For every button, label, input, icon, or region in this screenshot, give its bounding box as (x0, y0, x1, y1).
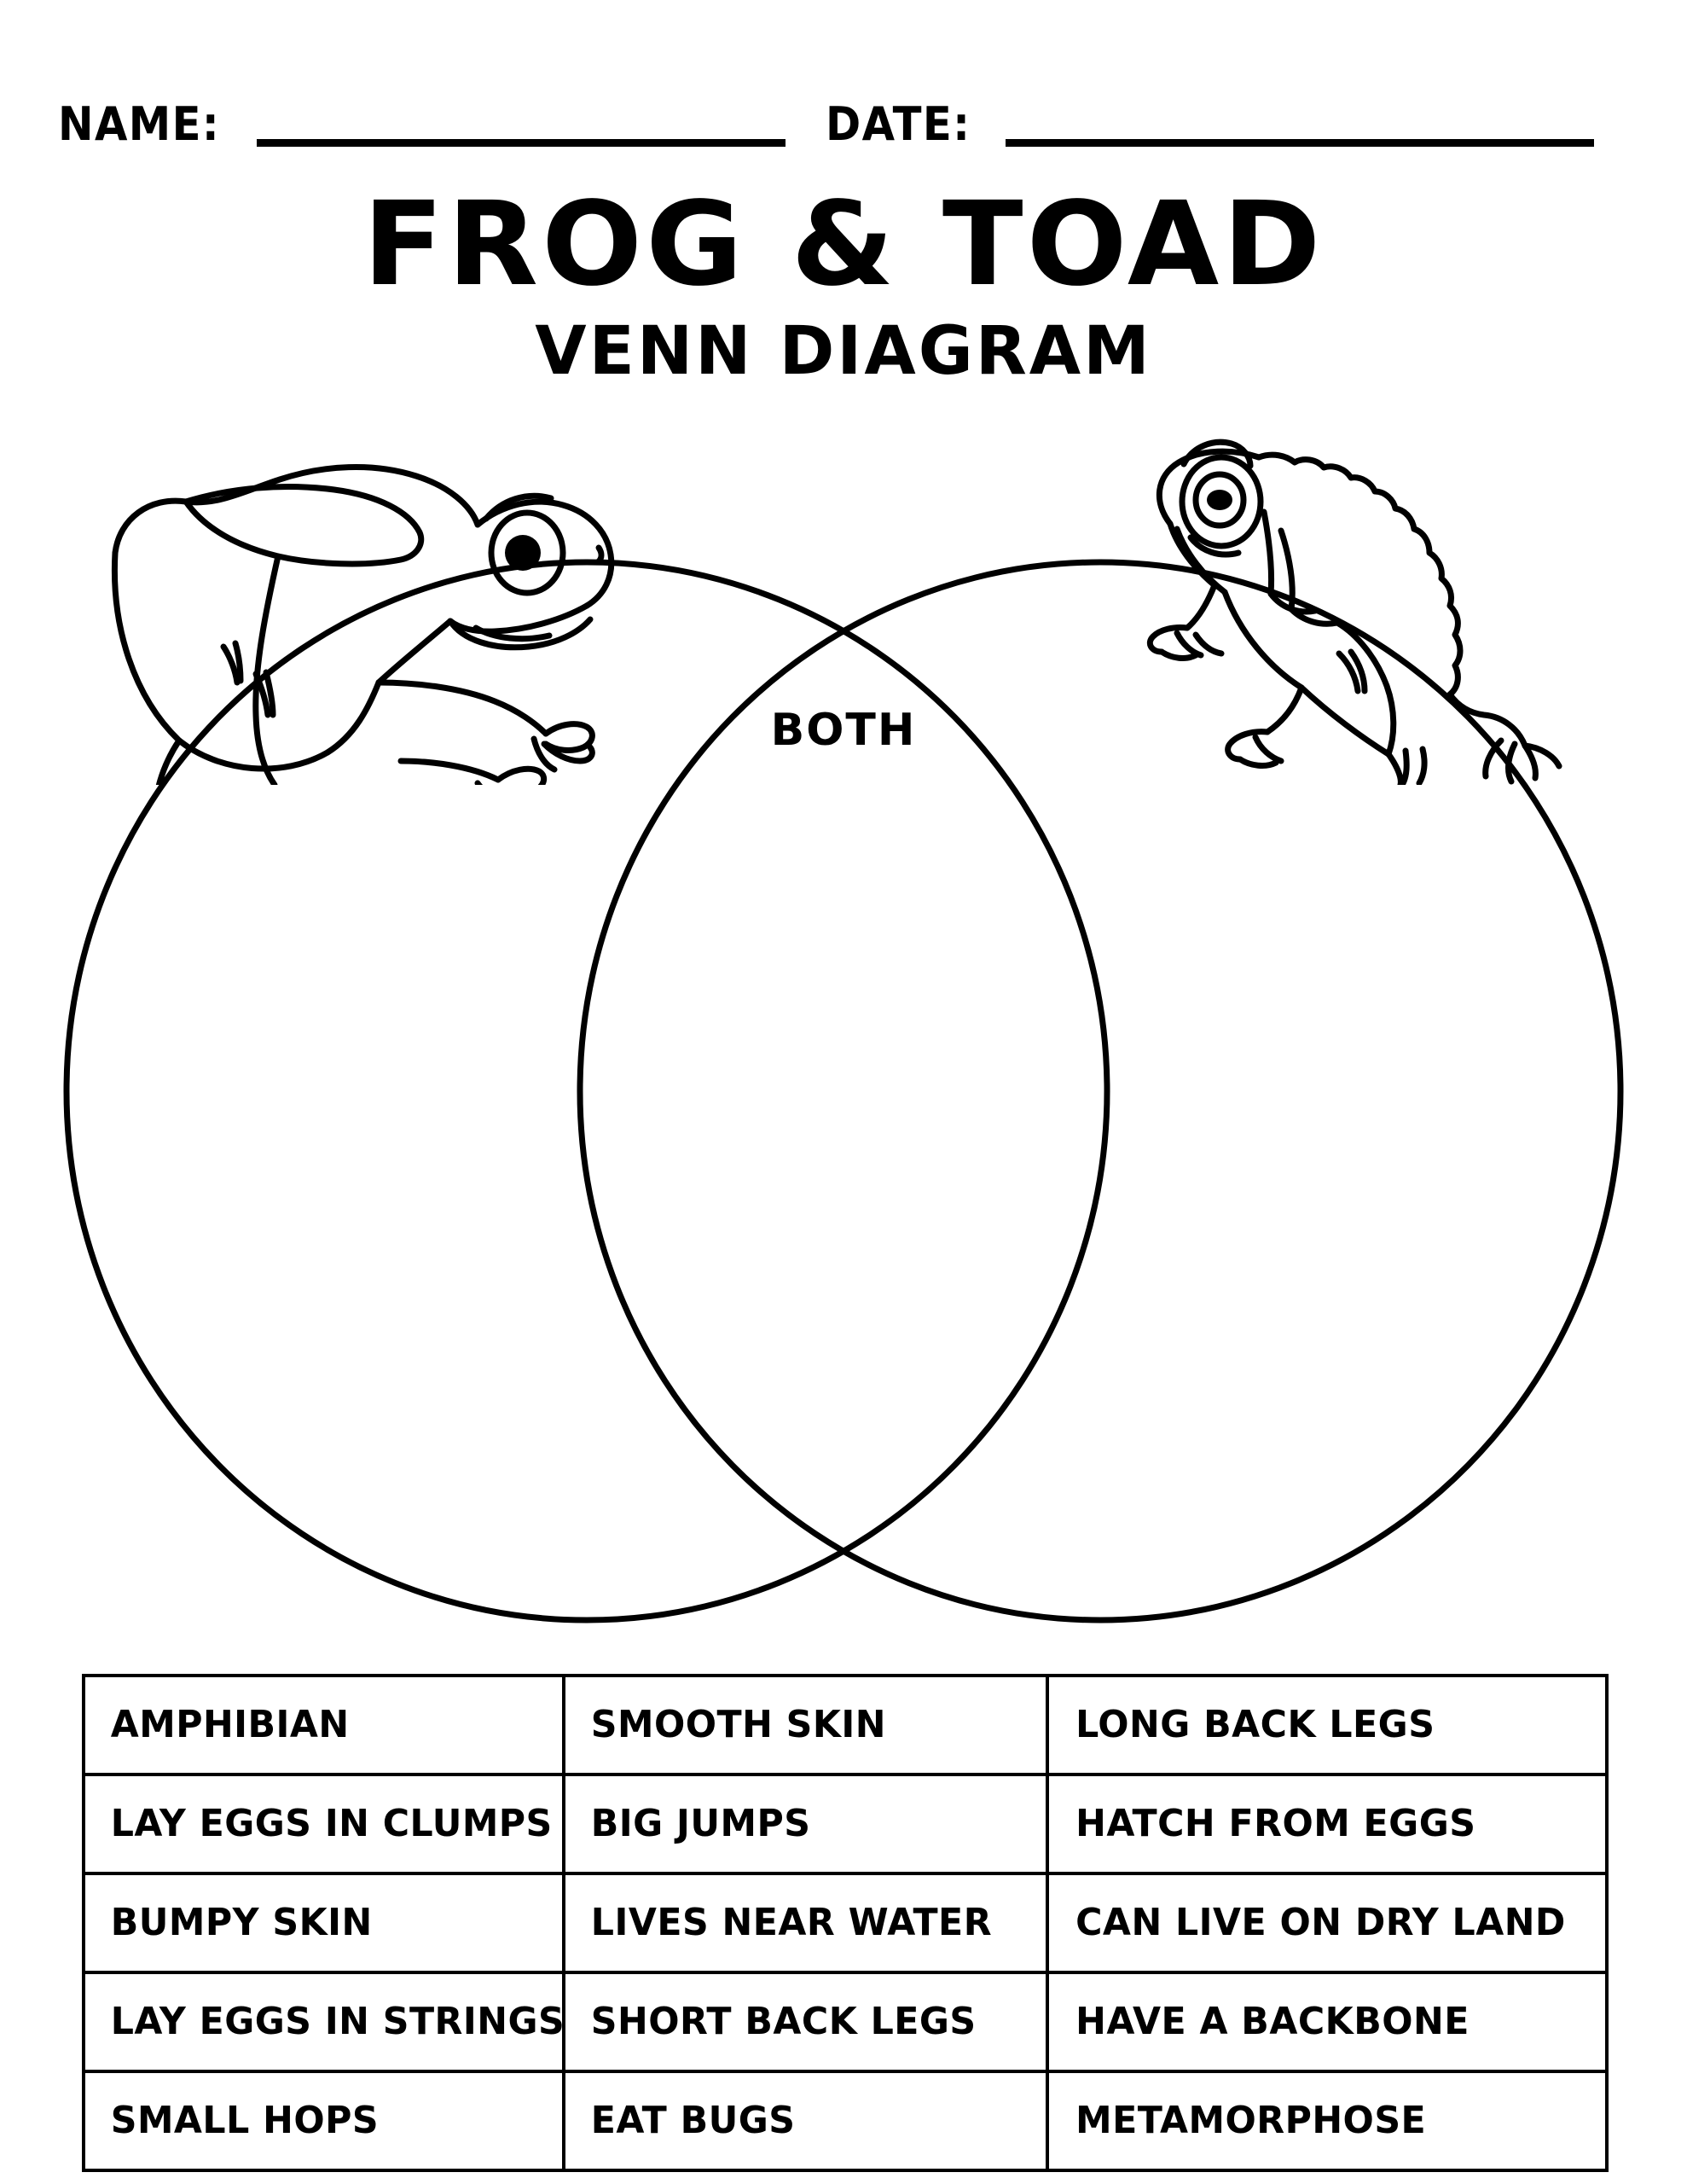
date-input-line[interactable] (1006, 139, 1595, 147)
table-row: LAY EGGS IN STRINGS SHORT BACK LEGS HAVE… (84, 1971, 1607, 2073)
table-row: BUMPY SKIN LIVES NEAR WATER CAN LIVE ON … (84, 1872, 1607, 1974)
word-bank-cell[interactable]: BIG JUMPS (569, 1773, 1042, 1875)
venn-right-circle (577, 559, 1624, 1623)
word-bank-cell[interactable]: METAMORPHOSE (1053, 2070, 1601, 2172)
word-bank-cell[interactable]: BUMPY SKIN (89, 1872, 559, 1974)
word-bank-cell[interactable]: AMPHIBIAN (89, 1674, 559, 1776)
name-field-group: NAME: (58, 75, 786, 152)
page-subtitle: VENN DIAGRAM (535, 313, 1152, 390)
word-bank-cell[interactable]: CAN LIVE ON DRY LAND (1053, 1872, 1601, 1974)
word-bank-cell[interactable]: SMALL HOPS (89, 2070, 559, 2172)
word-bank-cell[interactable]: LONG BACK LEGS (1053, 1674, 1601, 1776)
date-field-group: DATE: (826, 75, 1595, 152)
word-bank-cell[interactable]: SMOOTH SKIN (569, 1674, 1042, 1776)
venn-circles (63, 559, 1624, 1623)
word-bank-cell[interactable]: HATCH FROM EGGS (1053, 1773, 1601, 1875)
toad-illustration (1146, 439, 1562, 785)
table-row: SMALL HOPS EAT BUGS METAMORPHOSE (84, 2070, 1607, 2172)
venn-overlap-label: BOTH (770, 705, 917, 756)
header-fields: NAME: DATE: (0, 75, 1687, 152)
word-bank-cell[interactable]: LAY EGGS IN CLUMPS (89, 1773, 559, 1875)
word-bank-cell[interactable]: LAY EGGS IN STRINGS (89, 1971, 565, 2073)
table-row: AMPHIBIAN SMOOTH SKIN LONG BACK LEGS (84, 1674, 1607, 1776)
frog-illustration (111, 463, 615, 785)
table-row: LAY EGGS IN CLUMPS BIG JUMPS HATCH FROM … (84, 1773, 1607, 1875)
name-input-line[interactable] (256, 139, 786, 147)
venn-left-circle (63, 559, 1110, 1623)
word-bank-table: AMPHIBIAN SMOOTH SKIN LONG BACK LEGS LAY… (82, 1674, 1609, 2172)
word-bank-cell[interactable]: LIVES NEAR WATER (569, 1872, 1042, 1974)
name-label: NAME: (58, 97, 221, 151)
venn-diagram: BOTH (0, 427, 1687, 1647)
word-bank-cell[interactable]: HAVE A BACKBONE (1053, 1971, 1601, 2073)
page-title: FROG & TOAD (362, 177, 1325, 312)
date-label: DATE: (826, 97, 971, 151)
word-bank-cell[interactable]: EAT BUGS (569, 2070, 1042, 2172)
word-bank-cell[interactable]: SHORT BACK LEGS (569, 1971, 1042, 2073)
